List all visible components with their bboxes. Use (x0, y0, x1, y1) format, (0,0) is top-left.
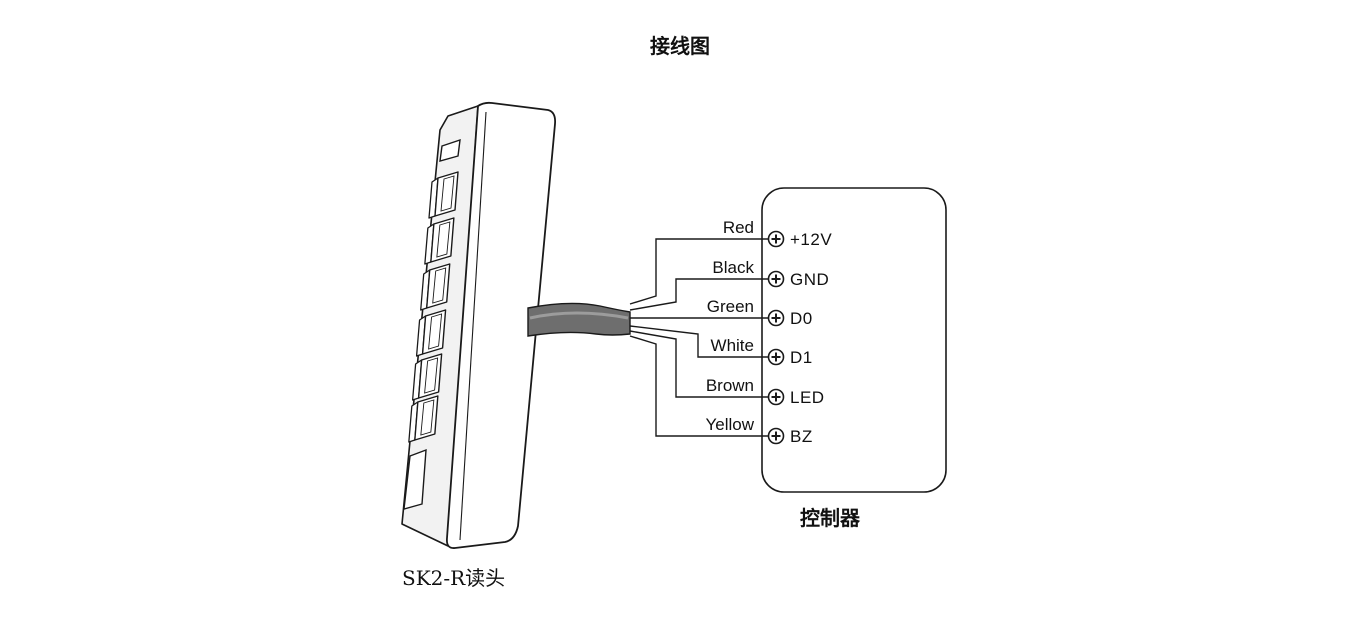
controller-box (761, 187, 947, 493)
terminal-screw-icon (767, 309, 785, 327)
reader-key (420, 263, 451, 311)
terminal-label: BZ (790, 427, 813, 446)
wire-color-label: Green (707, 297, 754, 316)
wire-red: Red +12V (629, 218, 832, 305)
terminal-label: GND (790, 270, 829, 289)
wire-line (629, 330, 768, 398)
controller-caption: 控制器 (800, 506, 860, 530)
terminal-screw-icon (767, 270, 785, 288)
reader-logo-pad (403, 448, 427, 510)
terminal-label: LED (790, 388, 825, 407)
wire-line (629, 278, 768, 311)
wire-color-label: Yellow (705, 415, 754, 434)
wire-color-label: Red (723, 218, 754, 237)
reader-caption: SK2-R读头 (402, 566, 506, 590)
reader-key (428, 171, 459, 219)
terminal-label: D0 (790, 309, 813, 328)
wire-group: Red+12VBlackGNDGreenD0WhiteD1BrownLEDYel… (629, 218, 832, 446)
terminal-screw-icon (767, 348, 785, 366)
diagram-title: 接线图 (650, 34, 710, 58)
terminal-screw-icon (767, 230, 785, 248)
wire-line (629, 238, 768, 305)
terminal-label: +12V (790, 230, 832, 249)
wire-line (629, 335, 768, 437)
led-window (439, 138, 461, 162)
wire-color-label: Black (712, 258, 754, 277)
reader-key (408, 395, 439, 443)
terminal-label: D1 (790, 348, 813, 367)
terminal-screw-icon (767, 388, 785, 406)
terminal-screw-icon (767, 427, 785, 445)
reader-key (424, 217, 455, 265)
reader-front-face (446, 101, 557, 549)
reader-key (415, 309, 447, 357)
wire-line (629, 325, 768, 358)
reader-key (411, 353, 443, 401)
wire-color-label: White (711, 336, 754, 355)
card-reader (401, 101, 631, 549)
reader-edge-line (459, 111, 487, 541)
wire-color-label: Brown (706, 376, 754, 395)
reader-cable (527, 302, 631, 337)
reader-keys (408, 171, 459, 443)
